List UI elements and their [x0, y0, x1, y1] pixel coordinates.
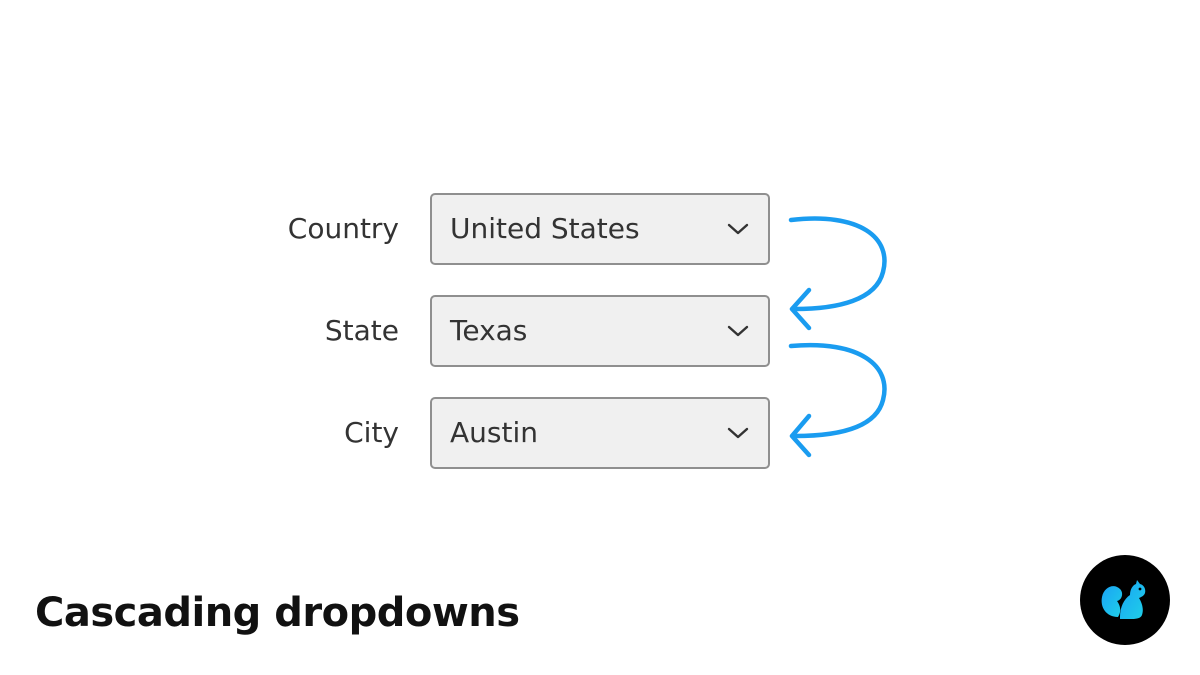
country-label: Country: [287, 212, 399, 245]
chevron-down-icon: [727, 427, 749, 439]
squirrel-logo-icon: [1101, 580, 1146, 619]
state-label: State: [324, 314, 399, 347]
chevron-down-icon: [727, 325, 749, 337]
page-title: Cascading dropdowns: [35, 590, 520, 636]
country-select-value: United States: [450, 212, 640, 245]
city-select[interactable]: Austin: [430, 397, 770, 469]
country-select[interactable]: United States: [430, 193, 770, 265]
curved-arrow-icon: [788, 342, 887, 458]
state-select[interactable]: Texas: [430, 295, 770, 367]
city-label: City: [344, 416, 399, 449]
chevron-down-icon: [727, 223, 749, 235]
logo-badge: [1080, 555, 1170, 645]
curved-arrow-icon: [788, 216, 887, 331]
state-select-value: Texas: [450, 314, 528, 347]
city-select-value: Austin: [450, 416, 538, 449]
